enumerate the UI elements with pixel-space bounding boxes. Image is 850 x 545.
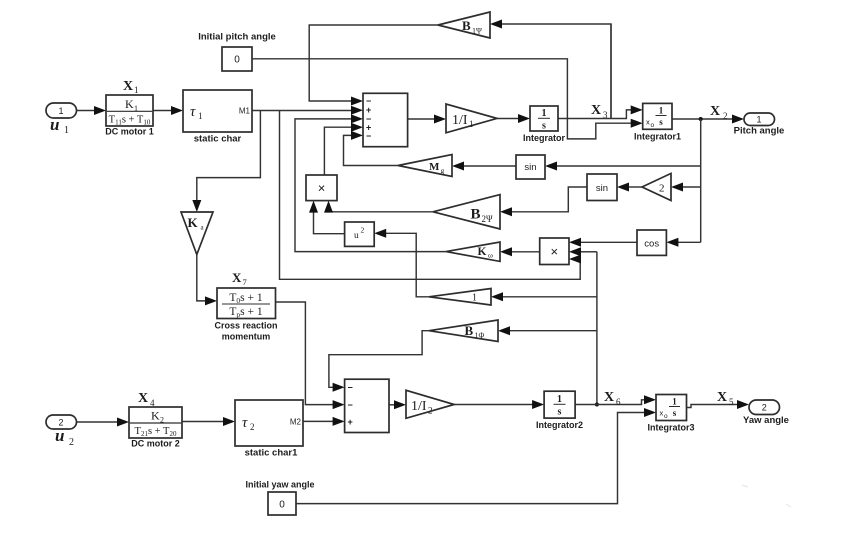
svg-text:−: − xyxy=(366,96,371,106)
svg-text:a: a xyxy=(201,224,205,232)
svg-text:1Ψ: 1Ψ xyxy=(472,27,482,36)
svg-text:ω: ω xyxy=(488,251,493,260)
svg-text:1: 1 xyxy=(557,394,562,405)
svg-text:+: + xyxy=(348,417,353,427)
svg-text:7: 7 xyxy=(243,277,247,287)
svg-text:1: 1 xyxy=(756,115,761,125)
svg-text:−: − xyxy=(348,400,353,410)
svg-text:6: 6 xyxy=(616,397,621,407)
svg-text:M: M xyxy=(429,161,440,173)
svg-text:4: 4 xyxy=(150,398,155,408)
svg-text:K: K xyxy=(478,246,487,258)
svg-text:o: o xyxy=(651,122,655,129)
svg-text:×: × xyxy=(318,181,326,196)
svg-text:B: B xyxy=(462,18,471,33)
svg-text:Integrator2: Integrator2 xyxy=(536,420,583,430)
svg-text:2: 2 xyxy=(428,406,433,416)
svg-text:Integrator3: Integrator3 xyxy=(647,423,694,433)
svg-text:2: 2 xyxy=(69,437,74,448)
svg-text:1/I: 1/I xyxy=(411,399,427,414)
svg-text:M2: M2 xyxy=(290,418,302,427)
svg-text:1: 1 xyxy=(58,106,63,116)
svg-text:2: 2 xyxy=(723,111,728,121)
svg-text:s: s xyxy=(542,121,546,132)
svg-text:+: + xyxy=(366,105,371,115)
svg-text:1: 1 xyxy=(469,119,474,129)
svg-text:X: X xyxy=(138,391,148,406)
svg-text:1: 1 xyxy=(542,108,547,119)
svg-text:u: u xyxy=(55,426,64,445)
svg-text:static char: static char xyxy=(194,134,242,145)
svg-text:g: g xyxy=(441,166,445,175)
svg-text:Initial pitch angle: Initial pitch angle xyxy=(198,32,276,43)
svg-text:τ: τ xyxy=(190,104,196,120)
svg-text:Pitch angle: Pitch angle xyxy=(734,126,785,137)
svg-text:s: s xyxy=(673,408,677,418)
svg-text:Tps + 1: Tps + 1 xyxy=(229,306,262,319)
svg-text:X: X xyxy=(123,79,133,94)
svg-text:T0s + 1: T0s + 1 xyxy=(229,292,262,305)
svg-text:1: 1 xyxy=(672,397,677,407)
svg-text:2Ψ: 2Ψ xyxy=(482,214,494,224)
svg-text:1: 1 xyxy=(472,293,477,304)
svg-text:1: 1 xyxy=(64,125,69,136)
svg-text:−: − xyxy=(366,131,371,141)
svg-text:+: + xyxy=(366,123,371,133)
svg-text:DC motor 2: DC motor 2 xyxy=(131,439,180,449)
svg-text:3: 3 xyxy=(603,110,608,120)
svg-text:1: 1 xyxy=(134,85,139,95)
svg-text:0: 0 xyxy=(279,500,285,511)
svg-text:×: × xyxy=(551,244,559,259)
svg-text:1: 1 xyxy=(198,111,203,121)
svg-text:1/I: 1/I xyxy=(452,113,468,128)
svg-text:s: s xyxy=(558,407,562,418)
svg-text:o: o xyxy=(664,413,668,420)
svg-text:X: X xyxy=(591,103,601,118)
svg-text:0: 0 xyxy=(234,55,240,66)
svg-text:2: 2 xyxy=(160,416,164,425)
svg-text:2: 2 xyxy=(58,418,63,428)
svg-text:2: 2 xyxy=(762,403,767,413)
svg-text:X: X xyxy=(710,104,720,119)
svg-text:K: K xyxy=(151,409,160,423)
svg-text:Cross reaction: Cross reaction xyxy=(214,321,277,331)
svg-text:2: 2 xyxy=(361,226,365,235)
svg-text:u: u xyxy=(50,115,59,134)
svg-text:M1: M1 xyxy=(239,107,251,116)
svg-text:−: − xyxy=(348,383,353,393)
svg-text:x: x xyxy=(646,118,650,127)
svg-text:sin: sin xyxy=(596,183,608,194)
svg-text:2: 2 xyxy=(250,422,255,432)
svg-text:cos: cos xyxy=(644,239,659,250)
svg-text:2: 2 xyxy=(659,183,665,195)
svg-text:−: − xyxy=(366,114,371,124)
svg-text:K: K xyxy=(125,97,134,111)
svg-text:s: s xyxy=(659,117,663,127)
svg-text:Initial yaw angle: Initial yaw angle xyxy=(245,480,314,490)
svg-text:DC motor 1: DC motor 1 xyxy=(105,127,154,137)
svg-text:Integrator: Integrator xyxy=(523,133,566,143)
svg-text:K: K xyxy=(188,215,199,230)
svg-text:τ: τ xyxy=(242,415,248,431)
svg-text:5: 5 xyxy=(729,397,734,407)
svg-text:Yaw angle: Yaw angle xyxy=(743,415,789,426)
svg-text:X: X xyxy=(717,390,727,405)
svg-text:sin: sin xyxy=(524,162,536,173)
svg-text:Integrator1: Integrator1 xyxy=(634,132,681,142)
svg-text:B: B xyxy=(465,323,474,338)
svg-text:X: X xyxy=(232,270,242,285)
svg-text:X: X xyxy=(604,390,614,405)
svg-text:x: x xyxy=(660,409,664,418)
svg-text:1: 1 xyxy=(659,106,664,116)
svg-text:1: 1 xyxy=(134,104,138,113)
svg-text:u: u xyxy=(354,231,359,241)
svg-text:momentum: momentum xyxy=(222,332,271,342)
svg-text:B: B xyxy=(471,207,481,223)
svg-text:static char1: static char1 xyxy=(245,448,299,459)
svg-text:1Φ: 1Φ xyxy=(475,331,485,340)
